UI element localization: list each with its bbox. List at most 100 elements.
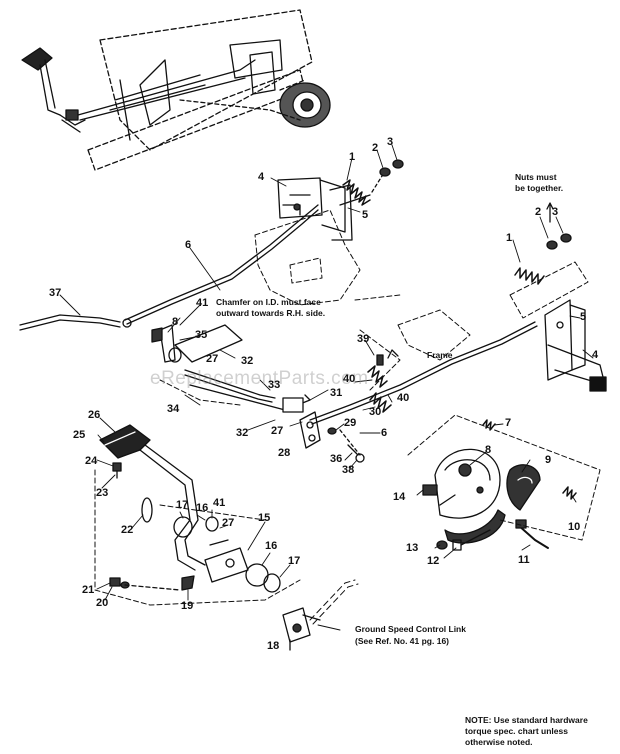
rod-6-upper — [124, 204, 319, 325]
callout-1-right: 1 — [506, 232, 513, 244]
bolt-20-21 — [109, 577, 181, 591]
callout-27-upper: 27 — [206, 353, 219, 365]
callout-16-upper: 16 — [196, 502, 209, 514]
callout-32-upper: 32 — [241, 355, 254, 367]
callout-11: 11 — [518, 554, 530, 566]
callout-16-lower: 16 — [265, 540, 278, 552]
callout-18: 18 — [267, 640, 280, 652]
callout-7: 7 — [505, 417, 512, 429]
note-nuts-together-line1: Nuts must — [515, 172, 557, 182]
link-bracket-18 — [282, 607, 321, 643]
callout-4-top: 4 — [258, 171, 265, 183]
callout-40-upper: 40 — [343, 373, 356, 385]
bolt-36-38 — [339, 429, 365, 463]
callout-22: 22 — [121, 524, 134, 536]
note-chamfer-line1: Chamfer on I.D. must face — [216, 297, 321, 307]
dashed-pedal-outline — [94, 469, 301, 606]
callout-41-top: 41 — [196, 297, 209, 309]
callout-5-right: 5 — [580, 311, 587, 323]
note-torque-line1: NOTE: Use standard hardware — [465, 715, 588, 725]
frame-outline — [254, 209, 471, 391]
callout-3-right: 3 — [552, 206, 559, 218]
callout-41-lower: 41 — [213, 497, 226, 509]
fitting-14 — [422, 484, 438, 496]
callout-24: 24 — [85, 455, 98, 467]
brake-backing-plate-8 — [434, 448, 501, 519]
bolt-23-24 — [112, 462, 122, 479]
callout-40-lower: 40 — [397, 392, 410, 404]
note-torque-line3: otherwise noted. — [465, 737, 533, 747]
rod-33 — [184, 369, 311, 413]
callout-35: 35 — [195, 329, 208, 341]
callout-31: 31 — [330, 387, 343, 399]
bracket-28 — [299, 411, 337, 449]
callout-17-right: 17 — [288, 555, 301, 567]
callout-27-mid: 27 — [271, 425, 284, 437]
bracket-4-5-top — [277, 177, 353, 241]
callout-8-brake: 8 — [485, 444, 492, 456]
clip-19 — [181, 575, 195, 591]
callout-33: 33 — [268, 379, 281, 391]
callout-3-top: 3 — [387, 136, 394, 148]
spring-1-top — [339, 179, 371, 206]
rod-6-lower — [309, 321, 538, 425]
callout-36: 36 — [330, 453, 343, 465]
callout-4-right: 4 — [592, 349, 599, 361]
note-frame: Frame — [427, 350, 453, 360]
note-ground-speed-line2: (See Ref. No. 41 pg. 16) — [355, 636, 449, 646]
callout-30: 30 — [369, 406, 382, 418]
callout-29: 29 — [344, 417, 357, 429]
spring-7 — [482, 419, 496, 431]
pedal-bracket-15 — [204, 539, 249, 583]
rod-37 — [19, 314, 132, 331]
dashed-group-right-spring — [509, 261, 589, 319]
callout-17-left: 17 — [176, 499, 189, 511]
callout-8-mid: 8 — [172, 316, 179, 328]
callout-15: 15 — [258, 512, 271, 524]
callout-20: 20 — [96, 597, 109, 609]
bolt-12-nut-13 — [436, 529, 491, 551]
spring-1-right — [514, 202, 572, 285]
callout-13: 13 — [406, 542, 419, 554]
callout-2-right: 2 — [535, 206, 542, 218]
bushing-22 — [141, 497, 153, 523]
note-torque-line2: torque spec. chart unless — [465, 726, 568, 736]
note-chamfer-line2: outward towards R.H. side. — [216, 308, 326, 318]
callout-39: 39 — [357, 333, 370, 345]
callout-38: 38 — [342, 464, 355, 476]
note-nuts-together-line2: be together. — [515, 183, 564, 193]
callout-6-top: 6 — [185, 239, 192, 251]
callout-2-top: 2 — [372, 142, 379, 154]
spring-10 — [562, 486, 577, 500]
nut-2-3-top — [371, 159, 404, 193]
callout-34: 34 — [167, 403, 180, 415]
dashed-brake-outline — [407, 414, 601, 541]
dashed-leader-34 — [159, 379, 241, 406]
callout-19: 19 — [181, 600, 194, 612]
callout-14: 14 — [393, 491, 406, 503]
callout-5-top: 5 — [362, 209, 369, 221]
brake-shoe-9 — [506, 464, 541, 511]
bracket-32-35 — [151, 324, 243, 363]
callout-6-lower: 6 — [381, 427, 388, 439]
callout-12: 12 — [427, 555, 440, 567]
spring-40 — [367, 349, 399, 413]
pin-11 — [515, 519, 549, 549]
callout-27-lower: 27 — [222, 517, 235, 529]
callout-25: 25 — [73, 429, 86, 441]
callout-1-top: 1 — [349, 151, 356, 163]
callout-32-lower: 32 — [236, 427, 249, 439]
tractor-frame-assembly — [21, 9, 331, 171]
bracket-4-5-right — [544, 299, 607, 392]
pedal-pad-26 — [99, 424, 151, 459]
dashed-leader-16 — [159, 504, 266, 521]
callout-28: 28 — [278, 447, 291, 459]
callout-23: 23 — [96, 487, 109, 499]
ground-speed-link-rod — [309, 579, 359, 625]
callout-9: 9 — [545, 454, 552, 466]
note-ground-speed-line1: Ground Speed Control Link — [355, 624, 466, 634]
leader-lines — [59, 144, 594, 631]
callout-37: 37 — [49, 287, 62, 299]
callout-10: 10 — [568, 521, 581, 533]
